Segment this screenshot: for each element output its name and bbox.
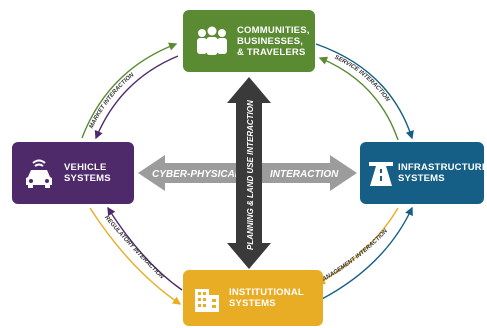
people-icon: [197, 26, 227, 55]
communities-label: COMMUNITIES, BUSINESSES, & TRAVELERS: [237, 24, 310, 58]
institutional-systems-node: INSTITUTIONAL SYSTEMS: [183, 270, 323, 326]
market-arrow-to-communities: [81, 42, 178, 139]
vehicle-systems-node: VEHICLE SYSTEMS: [12, 142, 134, 204]
regulatory-arrow-to-institutional: [89, 207, 182, 305]
building-icon: [195, 289, 219, 312]
market-arrow-to-vehicle: [94, 55, 179, 140]
vehicle-label: VEHICLE SYSTEMS: [64, 162, 111, 184]
service-interaction-label: SERVICE INTERACTION: [333, 55, 390, 104]
management-arrow-to-infrastructure: [319, 206, 413, 301]
planning-land-use-double-arrow: [227, 77, 271, 269]
regulatory-arrow-to-vehicle: [107, 206, 183, 291]
regulatory-interaction-label: REGULATORY INTERACTION: [103, 215, 165, 281]
management-arrow-to-institutional: [316, 207, 399, 285]
car-icon: [26, 159, 52, 188]
service-arrow-to-communities: [318, 56, 399, 141]
cyber-physical-label: CYBER-PHYSICAL: [152, 169, 241, 180]
institutional-label: INSTITUTIONAL SYSTEMS: [229, 287, 304, 309]
highway-icon: [369, 162, 393, 186]
service-arrow-to-infrastructure: [315, 43, 414, 140]
infrastructure-systems-node: INFRASTRUCTURE SYSTEMS: [360, 142, 487, 204]
infrastructure-label: INFRASTRUCTURE SYSTEMS: [398, 162, 487, 184]
communities-businesses-travelers-node: COMMUNITIES, BUSINESSES, & TRAVELERS: [183, 10, 315, 72]
interaction-label: INTERACTION: [270, 169, 339, 180]
market-interaction-label: MARKET INTERACTION: [89, 72, 136, 130]
planning-land-use-label: PLANNING & LAND USE INTERACTION: [246, 100, 255, 250]
